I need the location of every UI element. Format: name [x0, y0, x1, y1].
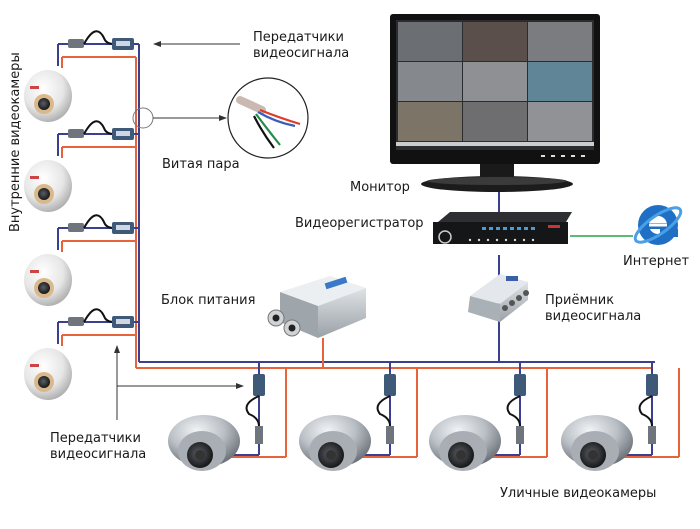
transmitter-cable	[83, 214, 115, 229]
dvr-button	[477, 238, 481, 242]
camera-logo	[30, 270, 39, 273]
dvr-device	[433, 212, 572, 244]
dvr-button	[495, 238, 499, 242]
transmitter-cable	[376, 395, 391, 427]
camera-feed-tile	[528, 102, 592, 141]
transmitters-top-label-line1: Передатчики	[253, 30, 344, 45]
transmitters-bottom-label-line2: видеосигнала	[50, 447, 147, 462]
bnc-connector	[68, 39, 84, 48]
camera-feed-tile	[398, 102, 462, 141]
receiver-label-line2: видеосигнала	[545, 309, 642, 324]
indoor-wiring	[135, 44, 655, 369]
video-transmitter	[646, 374, 658, 396]
dvr-button	[468, 238, 472, 242]
camera-logo	[30, 86, 39, 89]
dvr-button	[486, 238, 490, 242]
twisted-pair-label: Витая пара	[162, 157, 240, 172]
transmitter-cable	[245, 395, 260, 427]
dvr-led	[503, 227, 507, 230]
camera-lens	[38, 98, 50, 110]
camera-lens	[38, 376, 50, 388]
video-receiver	[468, 274, 529, 322]
dvr-button	[504, 238, 508, 242]
camera-logo	[30, 176, 39, 179]
monitor-label: Монитор	[350, 180, 410, 195]
camera-lens	[38, 188, 50, 200]
dvr-led	[531, 227, 535, 230]
camera-lens	[38, 282, 50, 294]
power-supply-label: Блок питания	[161, 293, 256, 308]
camera-feed-tile	[463, 22, 527, 61]
transmitter-cable	[83, 120, 115, 135]
dvr-led	[496, 227, 500, 230]
bnc-connector	[648, 426, 656, 444]
transmitters-top-label-line2: видеосигнала	[253, 46, 350, 61]
bnc-connector	[68, 129, 84, 138]
camera-feed-tile	[398, 22, 462, 61]
bnc-connector	[255, 426, 263, 444]
dvr-led	[524, 227, 528, 230]
dvr-led	[489, 227, 493, 230]
transmitter-cable	[83, 308, 115, 323]
dvr-button	[522, 238, 526, 242]
dvr-button	[513, 238, 517, 242]
video-transmitter	[384, 374, 396, 396]
video-transmitter	[253, 374, 265, 396]
camera-feed-tile	[463, 102, 527, 141]
twisted-pair-magnifier	[132, 77, 309, 159]
dvr-led	[517, 227, 521, 230]
dvr-label: Видеорегистратор	[295, 216, 424, 231]
camera-feed-tile	[528, 62, 592, 101]
camera-feed-tile	[398, 62, 462, 101]
receiver-label-line1: Приёмник	[545, 293, 615, 308]
dvr-led	[510, 227, 514, 230]
transmitter-cable	[638, 395, 653, 427]
camera-logo	[30, 364, 39, 367]
dvr-led	[482, 227, 486, 230]
bnc-connector	[68, 223, 84, 232]
bnc-connector	[68, 317, 84, 326]
indoor-cameras-label: Внутренние видеокамеры	[8, 52, 23, 232]
internet-explorer-icon	[633, 205, 683, 245]
monitor	[390, 14, 600, 192]
dvr-button	[531, 238, 535, 242]
camera-feed-tile	[528, 22, 592, 61]
bnc-connector	[516, 426, 524, 444]
outdoor-cameras-label: Уличные видеокамеры	[500, 486, 657, 501]
camera-feed-tile	[463, 62, 527, 101]
internet-label: Интернет	[623, 254, 690, 269]
transmitter-cable	[83, 30, 115, 45]
transmitters-bottom-label-line1: Передатчики	[50, 431, 141, 446]
power-supply-box	[267, 276, 366, 338]
transmitter-cable	[506, 395, 521, 427]
video-transmitter	[514, 374, 526, 396]
bnc-connector	[386, 426, 394, 444]
